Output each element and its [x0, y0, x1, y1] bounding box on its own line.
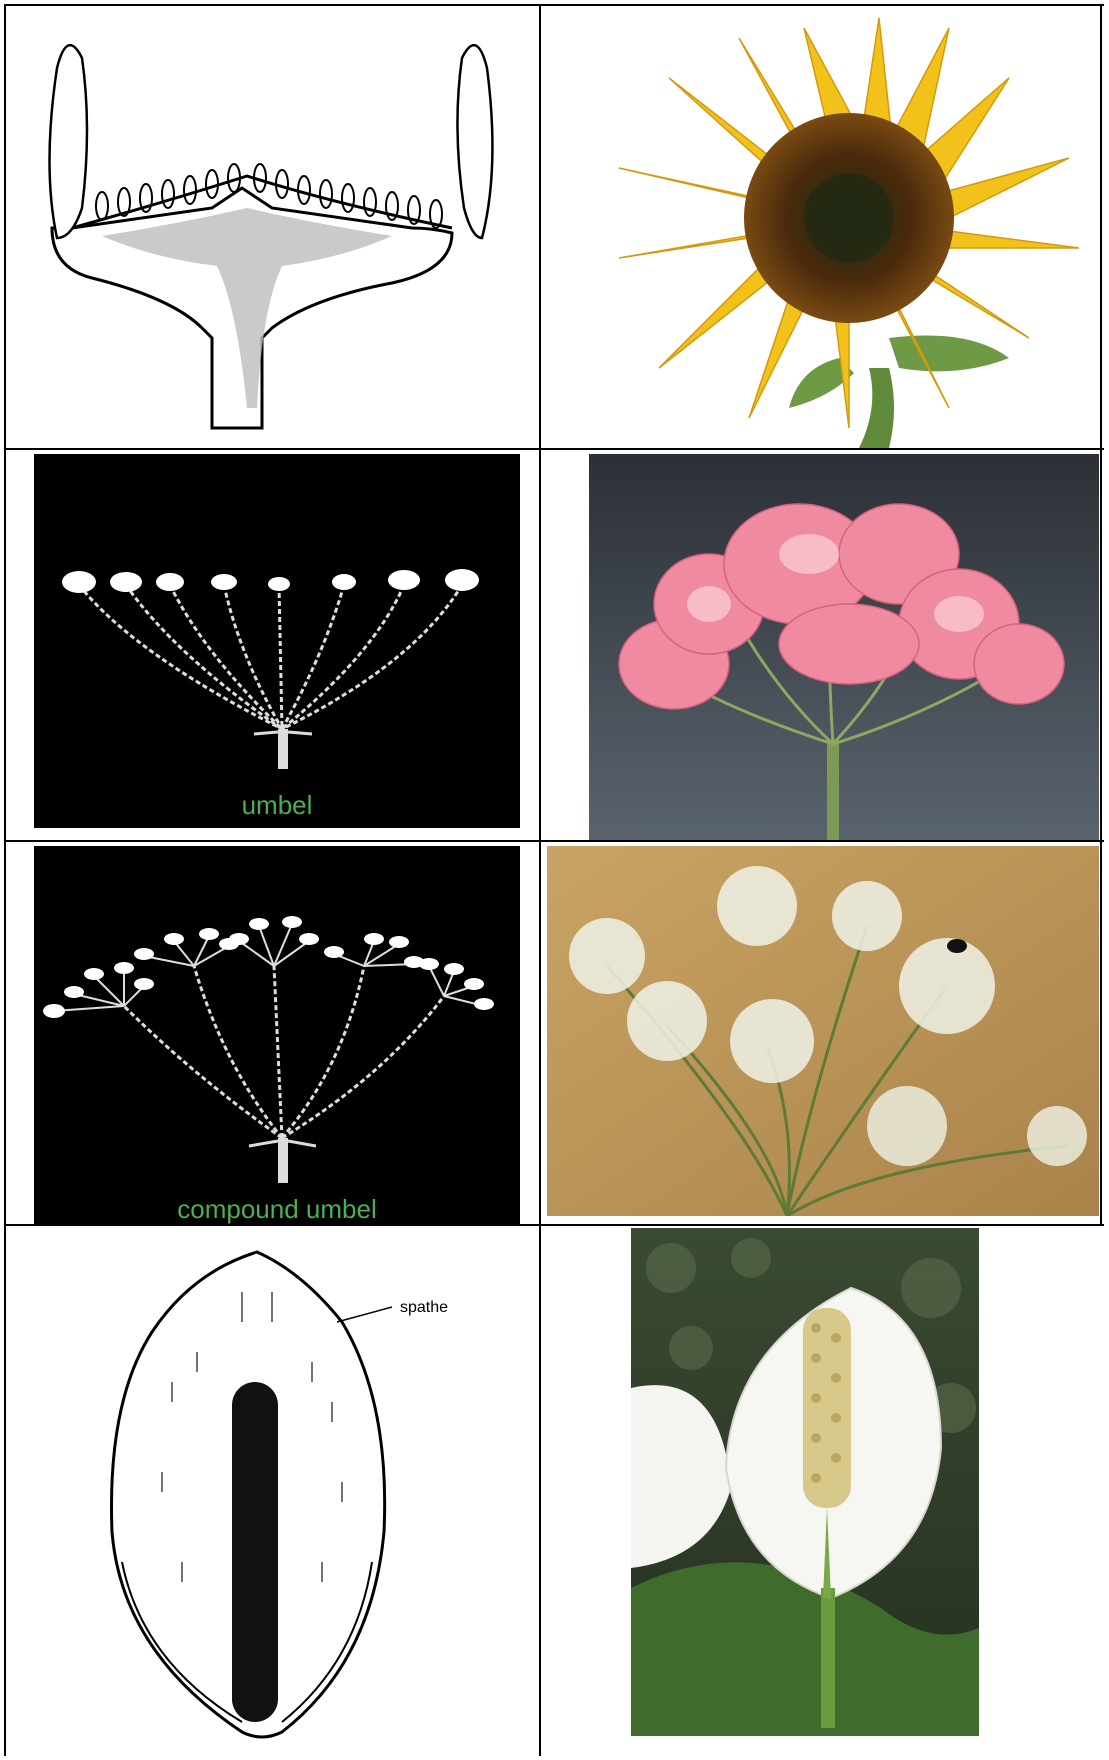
capitulum-section-diagram — [12, 8, 540, 448]
umbel-diagram-cell: umbel — [34, 454, 520, 828]
compound-umbel-diagram-cell: compound umbel — [34, 846, 520, 1226]
row-divider-1 — [4, 448, 1104, 450]
umbel-diagram: umbel — [34, 454, 520, 828]
compound-umbel-flower-image — [547, 846, 1099, 1216]
column-divider — [539, 4, 541, 1756]
table-border-right — [1100, 4, 1102, 1224]
umbel-label: umbel — [242, 790, 313, 820]
geranium-photo-cell — [589, 454, 1099, 842]
peace-lily-photo-cell — [631, 1228, 979, 1736]
compound-umbel-diagram: compound umbel — [34, 846, 520, 1226]
spathe-label: spathe — [400, 1299, 448, 1316]
spadix-spathe-diagram: spathe — [12, 1232, 540, 1752]
pink-geranium-image — [589, 454, 1099, 842]
compound-umbel-label: compound umbel — [177, 1194, 376, 1224]
sunflower-photo-cell — [549, 8, 1099, 448]
inflorescence-table: umbel — [4, 4, 1104, 1756]
table-border-top — [4, 4, 1104, 6]
row-divider-3 — [4, 1224, 1104, 1226]
spadix-diagram-cell: spathe — [12, 1232, 540, 1752]
table-border-left — [4, 4, 6, 1756]
row-divider-2 — [4, 840, 1104, 842]
compound-umbel-photo-cell — [547, 846, 1099, 1216]
peace-lily-image — [631, 1228, 979, 1736]
sunflower-image — [549, 8, 1099, 448]
capitulum-diagram-cell — [12, 8, 540, 448]
